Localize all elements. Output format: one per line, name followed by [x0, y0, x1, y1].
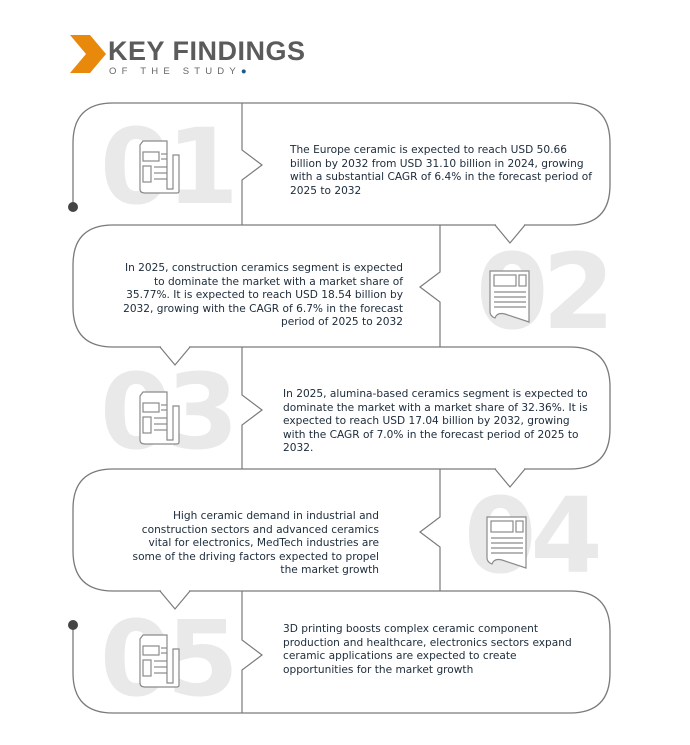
timeline-outline	[72, 102, 611, 714]
orange-chevron-icon	[70, 35, 106, 73]
timeline-dot-end	[68, 620, 78, 630]
newspaper-icon	[489, 270, 530, 323]
finding-text-3: In 2025, alumina-based ceramics segment …	[283, 388, 588, 455]
finding-text-2: In 2025, construction ceramics segment i…	[123, 262, 403, 329]
finding-number-3: 03	[100, 360, 239, 464]
newspaper-icon	[139, 634, 180, 688]
finding-text-4: High ceramic demand in industrial and co…	[132, 510, 379, 577]
subtitle-text: OF THE STUDY	[109, 66, 241, 77]
divider-3	[241, 347, 263, 469]
divider-2	[419, 225, 441, 347]
page-title: KEY FINDINGS	[108, 36, 306, 66]
bottom-notches	[159, 223, 526, 610]
newspaper-icon	[139, 391, 180, 445]
page-subtitle: OF THE STUDY●	[109, 66, 247, 77]
finding-text-5: 3D printing boosts complex ceramic compo…	[283, 623, 572, 676]
newspaper-icon	[139, 140, 180, 194]
divider-5	[241, 591, 263, 713]
newspaper-icon	[486, 516, 527, 569]
finding-number-5: 05	[100, 607, 239, 711]
divider-1	[241, 103, 263, 225]
finding-number-1: 01	[100, 115, 239, 219]
subtitle-dot-icon: ●	[240, 66, 247, 77]
finding-text-1: The Europe ceramic is expected to reach …	[290, 144, 593, 197]
timeline-dot-start	[68, 202, 78, 212]
divider-4	[419, 469, 441, 591]
